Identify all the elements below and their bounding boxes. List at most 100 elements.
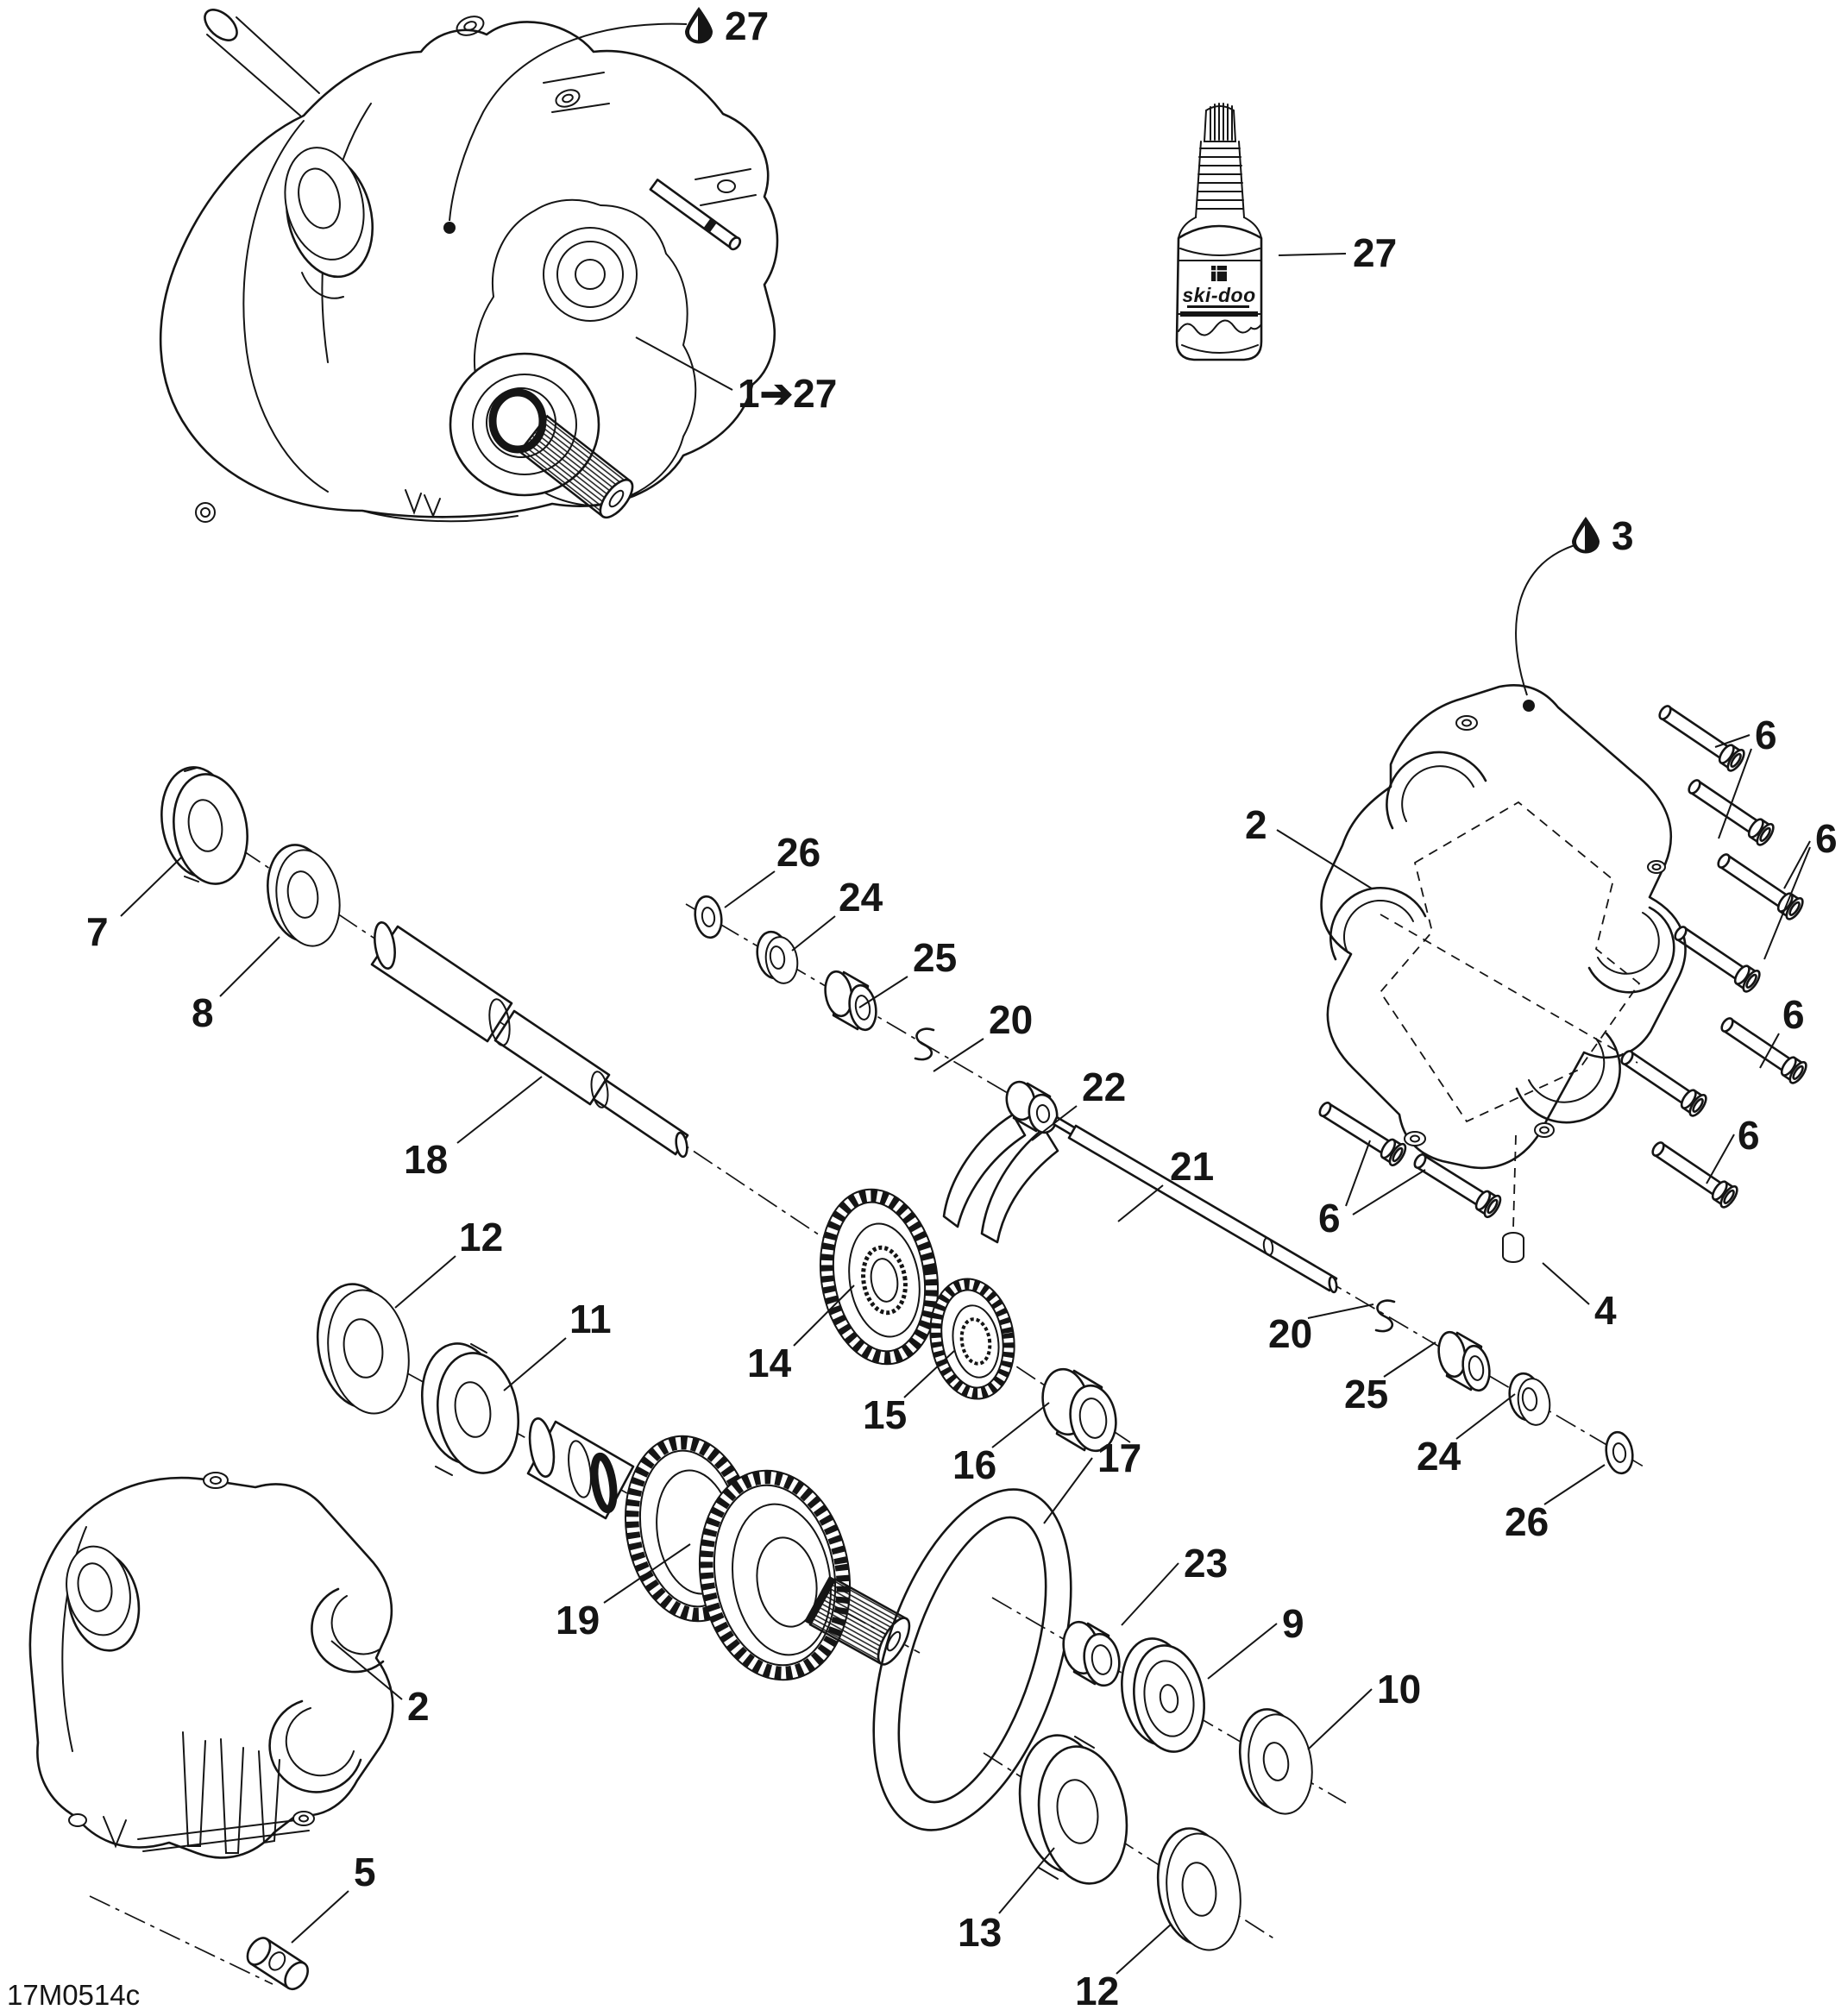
- part-24-washer-left: [756, 930, 799, 984]
- callout-label: 25: [913, 935, 957, 980]
- callout-label: 19: [556, 1598, 600, 1643]
- callout-label: 1➔27: [738, 371, 837, 416]
- part-24-washer-right: [1508, 1372, 1551, 1426]
- part-18-shaft: [370, 920, 689, 1159]
- part-20-clip-right: [1374, 1299, 1396, 1333]
- callout-label: 20: [989, 997, 1033, 1042]
- callout-label: 11: [569, 1297, 612, 1341]
- callout-label: 16: [952, 1442, 996, 1487]
- callout-4: 4: [1542, 1262, 1617, 1333]
- callout-label: 18: [404, 1137, 448, 1182]
- callout-24-right: 24: [1417, 1393, 1516, 1479]
- callout-label: 25: [1344, 1372, 1388, 1416]
- oil-drop-icon: [685, 7, 713, 44]
- callout-label: 6: [1782, 992, 1805, 1037]
- callout-label: 3: [1612, 513, 1634, 558]
- callout-label: 22: [1082, 1065, 1126, 1109]
- callout-1-to-27: 1➔27: [635, 336, 837, 416]
- callout-label: 20: [1268, 1311, 1312, 1356]
- oil-drop-icon: [1572, 517, 1600, 554]
- callout-6-d: 6: [1706, 1113, 1760, 1184]
- callout-25-left: 25: [858, 935, 957, 1008]
- shift-rod-stub: [649, 179, 742, 251]
- callout-label: 17: [1097, 1435, 1141, 1480]
- callout-label: 6: [1318, 1196, 1341, 1241]
- part-19-spline-end: [804, 1575, 911, 1666]
- callout-label: 26: [776, 830, 820, 875]
- part-7-seal: [160, 766, 248, 885]
- callout-13: 13: [958, 1847, 1055, 1955]
- callout-label: 15: [863, 1392, 907, 1437]
- callout-9: 9: [1207, 1601, 1304, 1680]
- filler-neck: [284, 147, 374, 299]
- callout-label: 2: [1245, 802, 1267, 847]
- part-5-pin: [246, 1937, 309, 1991]
- callout-22: 22: [1031, 1065, 1126, 1141]
- callout-10: 10: [1307, 1667, 1421, 1750]
- part-23-spacer: [1062, 1620, 1121, 1687]
- callout-6-c: 6: [1759, 992, 1805, 1069]
- part-17-belt: [872, 1488, 1072, 1831]
- callout-25-right: 25: [1344, 1341, 1436, 1416]
- bolt-6: [1615, 1044, 1711, 1120]
- callout-11: 11: [503, 1297, 612, 1391]
- callout-label: 23: [1184, 1541, 1228, 1586]
- callout-label: 8: [192, 990, 214, 1035]
- part-20-clip-left: [914, 1027, 935, 1061]
- dowel-plug-4: [1502, 1134, 1524, 1263]
- callout-label: 4: [1594, 1288, 1617, 1333]
- bolt-6: [1653, 699, 1749, 775]
- callout-label: 13: [958, 1910, 1002, 1955]
- part-12-washer-left: [316, 1283, 410, 1415]
- callout-2-lower-case: 2: [330, 1640, 430, 1729]
- part-8-washer: [267, 844, 341, 947]
- callout-12-left: 12: [394, 1215, 503, 1309]
- callout-20-left: 20: [933, 997, 1033, 1072]
- callout-20-right: 20: [1268, 1303, 1374, 1356]
- callout-16: 16: [952, 1402, 1050, 1487]
- upper-crankcase-half: [1320, 684, 1687, 1170]
- callout-8: 8: [192, 936, 280, 1035]
- callout-6-b: 6: [1763, 816, 1838, 960]
- part-16-bushing: [1041, 1367, 1117, 1453]
- callout-label: 12: [1075, 1969, 1119, 2010]
- callout-label: 21: [1170, 1144, 1214, 1189]
- callout-15: 15: [863, 1350, 955, 1437]
- crankcase-outline: [1320, 684, 1687, 1170]
- callout-24-left: 24: [791, 875, 883, 952]
- callout-21: 21: [1117, 1144, 1214, 1222]
- callout-14: 14: [747, 1285, 855, 1385]
- callout-label: 7: [86, 909, 109, 954]
- part-11-washer: [420, 1342, 520, 1476]
- callout-label: 26: [1505, 1499, 1549, 1544]
- callout-label: 6: [1815, 816, 1838, 861]
- part-10-washer: [1239, 1708, 1313, 1815]
- callout-12-bottom: 12: [1075, 1923, 1172, 2010]
- callout-23: 23: [1121, 1541, 1228, 1626]
- cover-filler-neck: [66, 1545, 141, 1652]
- callout-label: 6: [1755, 713, 1777, 757]
- callout-label: 5: [354, 1850, 376, 1894]
- callout-27-bottle: 27: [1278, 230, 1397, 275]
- callout-27-top: 27: [443, 3, 769, 234]
- part-14-gear: [819, 1188, 940, 1366]
- callout-2-upper-case: 2: [1245, 802, 1373, 889]
- callout-label: 24: [839, 875, 883, 920]
- callout-label: 2: [407, 1684, 430, 1729]
- callout-18: 18: [404, 1076, 543, 1182]
- callout-label: 14: [747, 1341, 792, 1385]
- callout-6-a: 6: [1714, 713, 1777, 839]
- callout-7: 7: [86, 857, 182, 954]
- oil-bottle: ski-doo: [1175, 103, 1263, 361]
- assembled-gearbox: [159, 9, 779, 523]
- part-9-pulley-washer: [1121, 1637, 1205, 1753]
- callouts-layer: 271➔272732666664781826242520222112111415…: [86, 3, 1838, 2010]
- callout-19: 19: [556, 1543, 691, 1643]
- callout-label: 6: [1738, 1113, 1760, 1158]
- part-12-washer-bottom: [1156, 1827, 1241, 1951]
- callout-5: 5: [291, 1850, 376, 1944]
- bolt-6: [1682, 773, 1778, 849]
- part-22-shift-fork: [942, 1080, 1059, 1244]
